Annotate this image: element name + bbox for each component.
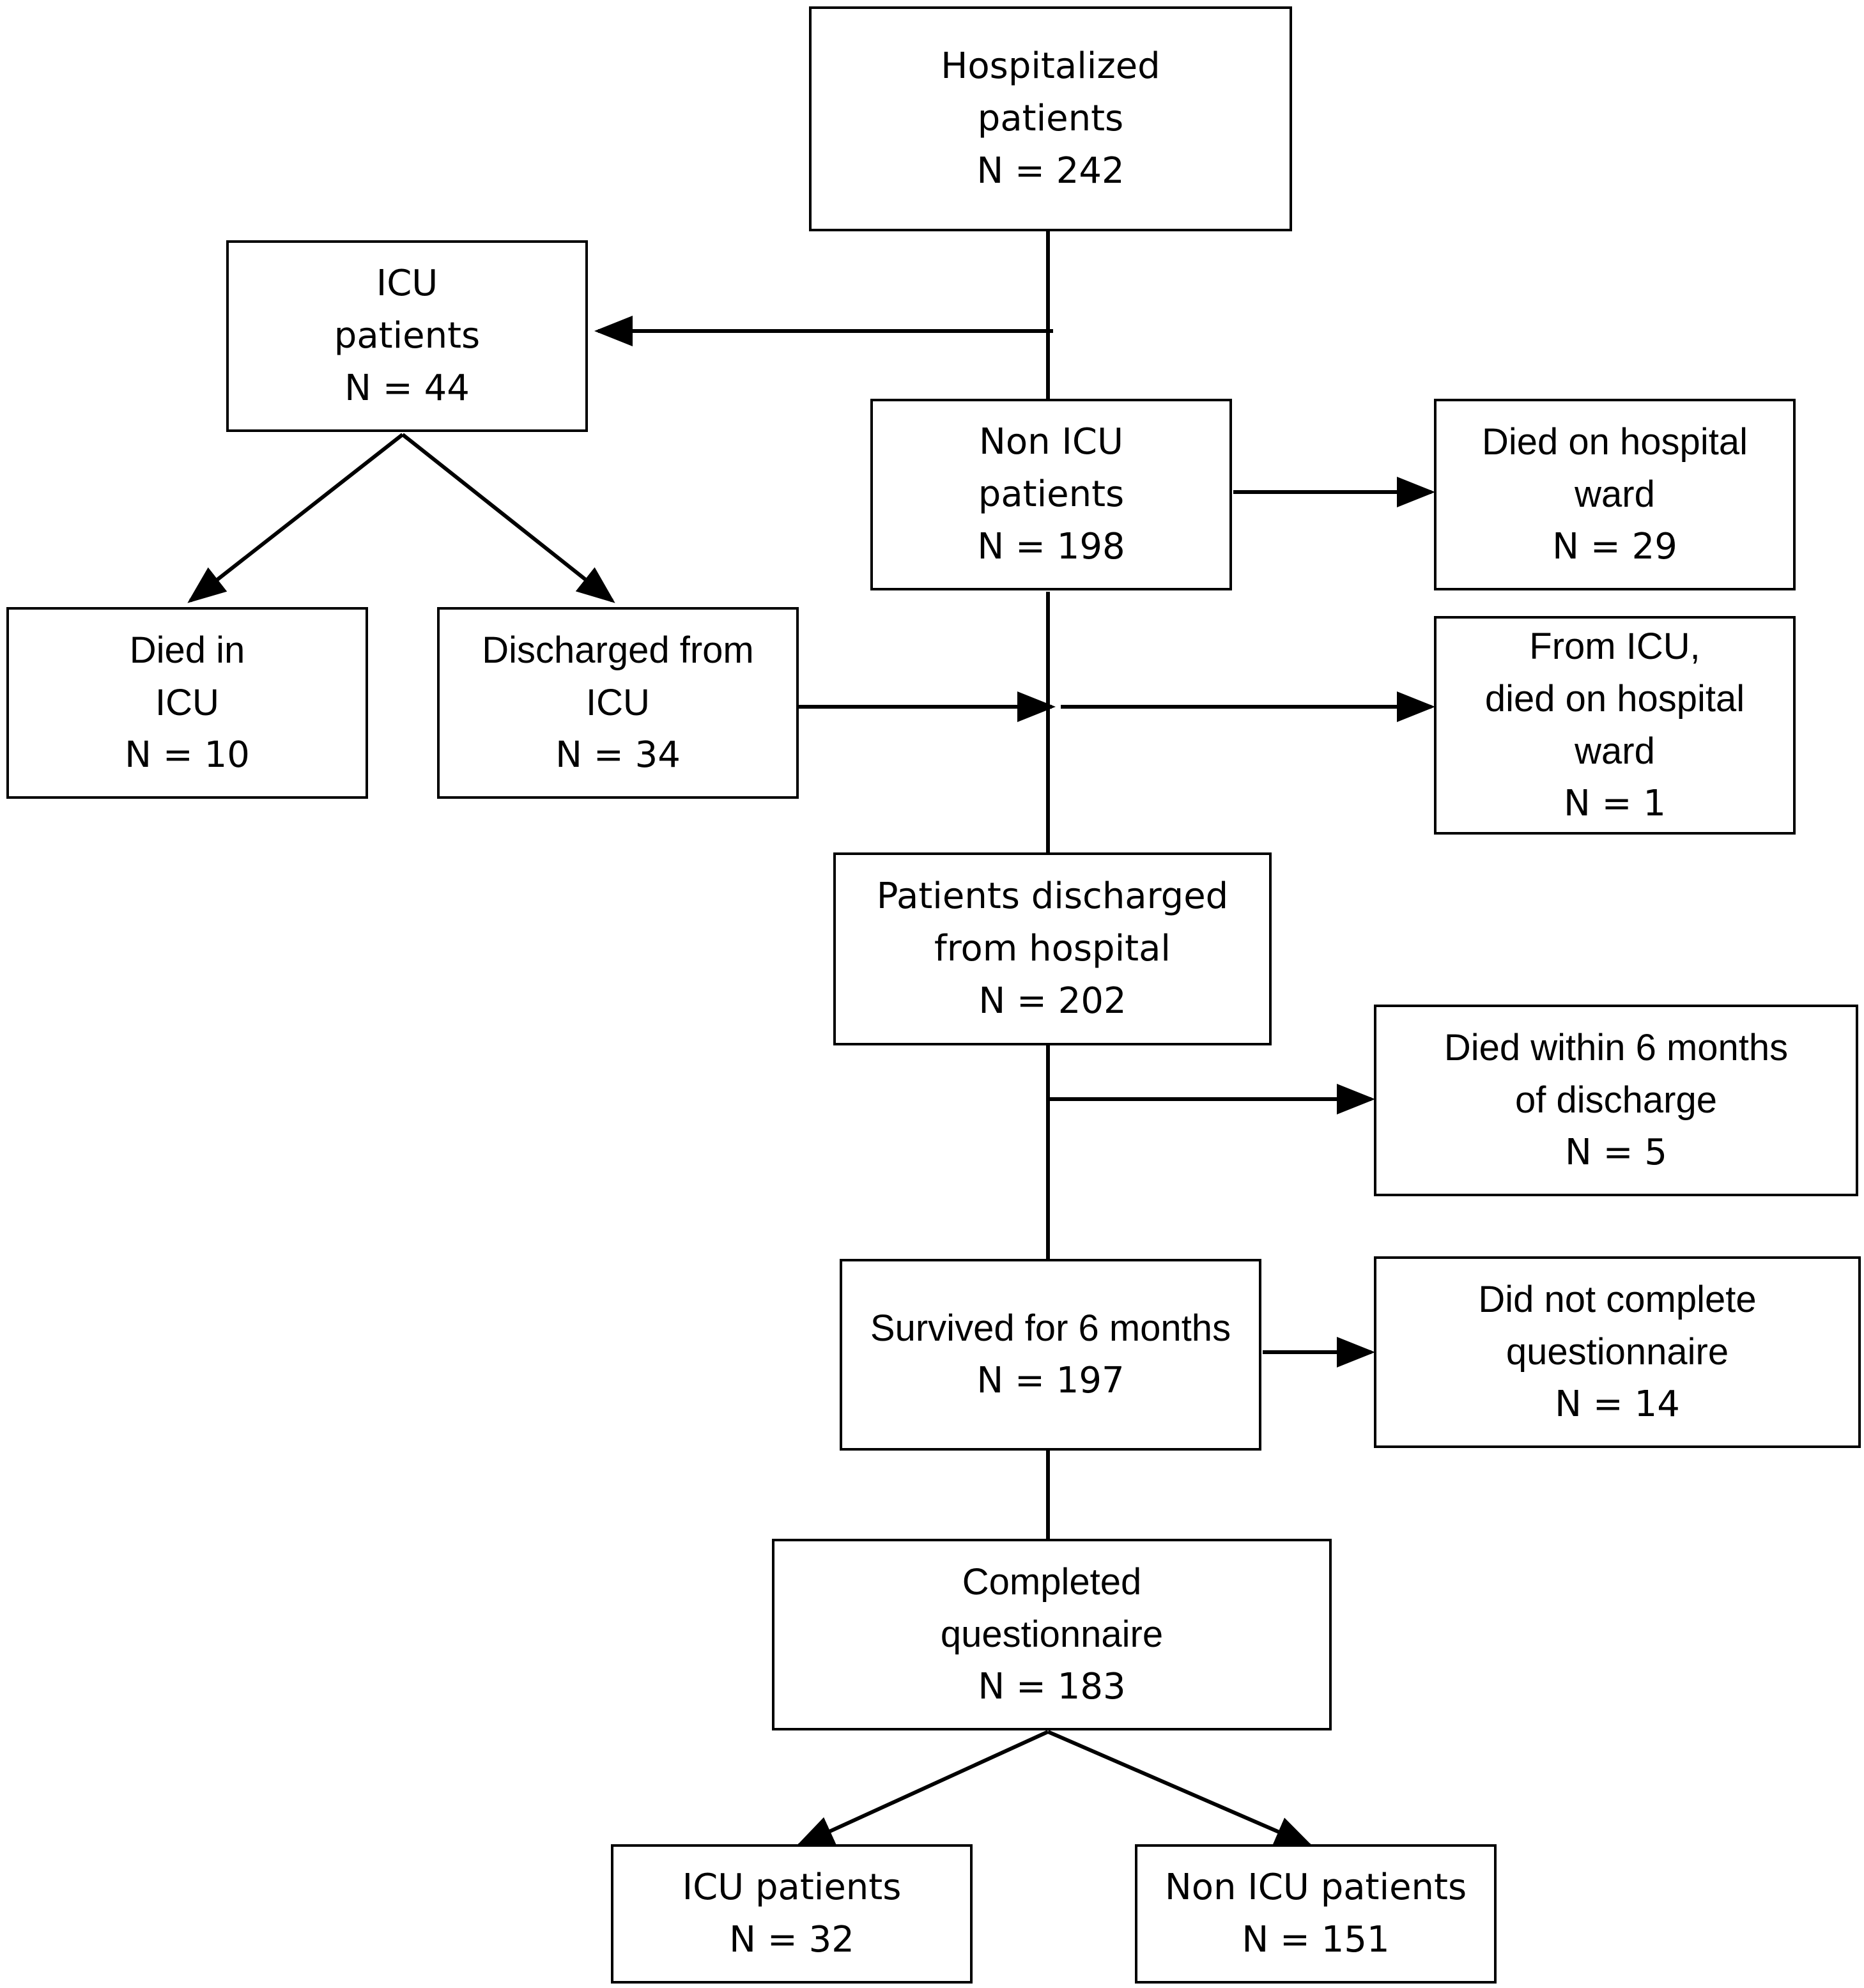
box-line: Patients discharged: [876, 875, 1229, 917]
box-line: Survived for 6 months: [870, 1307, 1231, 1349]
died-on-hospital-ward-box: Died on hospital ward N = 29: [1434, 399, 1796, 590]
box-line: ward: [1575, 474, 1655, 515]
patient-count: N = 197: [976, 1360, 1125, 1401]
box-line: patients: [977, 98, 1124, 139]
box-line: died on hospital: [1484, 678, 1745, 720]
patient-count: N = 44: [344, 367, 470, 409]
box-line: Died within 6 months: [1444, 1027, 1789, 1068]
did-not-complete-questionnaire-box: Did not complete questionnaire N = 14: [1374, 1256, 1861, 1448]
patient-count: N = 32: [729, 1919, 854, 1961]
from-icu-died-on-ward-box: From ICU, died on hospital ward N = 1: [1434, 616, 1796, 835]
box-line: From ICU,: [1529, 626, 1700, 667]
box-line: Discharged from: [482, 629, 754, 671]
final-icu-patients-box: ICU patients N = 32: [611, 1844, 973, 1984]
hospitalized-patients-box: Hospitalized patients N = 242: [809, 6, 1292, 231]
patient-count: N = 198: [977, 526, 1125, 567]
survived-6-months-box: Survived for 6 months N = 197: [840, 1259, 1261, 1451]
patient-count: N = 10: [125, 734, 250, 776]
patient-count: N = 1: [1563, 783, 1667, 824]
box-line: ICU: [155, 682, 219, 723]
patient-count: N = 242: [976, 150, 1125, 192]
box-line: ICU: [586, 682, 650, 723]
patient-count: N = 5: [1564, 1132, 1668, 1173]
box-line: Died on hospital: [1482, 421, 1748, 463]
patient-count: N = 183: [978, 1666, 1126, 1707]
patient-count: N = 34: [555, 734, 681, 776]
box-line: ICU patients: [682, 1867, 902, 1908]
box-line: of discharge: [1515, 1079, 1717, 1121]
box-line: questionnaire: [940, 1614, 1164, 1655]
died-within-6-months-box: Died within 6 months of discharge N = 5: [1374, 1005, 1858, 1196]
completed-questionnaire-box: Completed questionnaire N = 183: [772, 1539, 1332, 1730]
non-icu-patients-box: Non ICU patients N = 198: [870, 399, 1232, 590]
box-line: patients: [334, 315, 481, 357]
box-line: Non ICU: [978, 421, 1124, 463]
box-line: Did not complete: [1478, 1279, 1757, 1320]
discharged-from-icu-box: Discharged from ICU N = 34: [437, 607, 799, 799]
died-in-icu-box: Died in ICU N = 10: [6, 607, 368, 799]
box-line: ward: [1575, 730, 1655, 772]
final-non-icu-patients-box: Non ICU patients N = 151: [1135, 1844, 1497, 1984]
icu-patients-box: ICU patients N = 44: [226, 240, 588, 432]
patient-count: N = 151: [1242, 1919, 1390, 1961]
arrow-to-final-icu-patients: [795, 1730, 1049, 1847]
patient-count: N = 29: [1552, 526, 1677, 567]
patient-count: N = 14: [1555, 1383, 1680, 1425]
box-line: Non ICU patients: [1164, 1867, 1467, 1908]
arrow-icu-to-discharged-from-icu: [401, 433, 615, 603]
box-line: Died in: [129, 629, 245, 671]
box-line: patients: [978, 474, 1125, 515]
box-line: ICU: [376, 263, 438, 304]
box-line: Hospitalized: [941, 45, 1160, 87]
patients-discharged-from-hospital-box: Patients discharged from hospital N = 20…: [833, 852, 1272, 1045]
arrow-icu-to-died-in-icu: [187, 433, 404, 603]
arrow-to-final-non-icu-patients: [1047, 1730, 1314, 1847]
box-line: questionnaire: [1506, 1331, 1729, 1373]
box-line: from hospital: [934, 928, 1171, 969]
box-line: Completed: [962, 1561, 1142, 1603]
patient-count: N = 202: [978, 980, 1127, 1022]
